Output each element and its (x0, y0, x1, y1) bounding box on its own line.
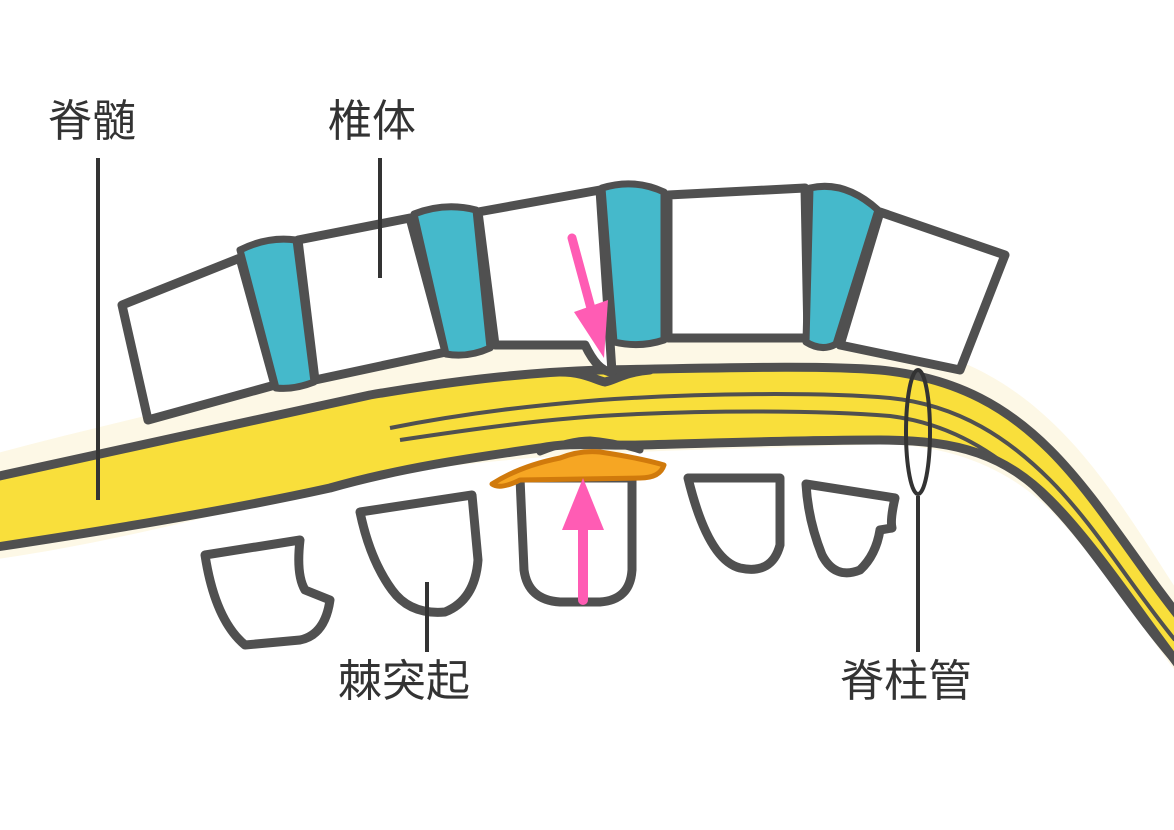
spinous-process (200, 535, 335, 650)
spinal-canal-marker (904, 368, 932, 496)
spinous-process (355, 490, 483, 617)
compression-arrow-up (562, 478, 604, 605)
label-spinous-process: 棘突起 (338, 656, 470, 707)
cord-compression-top (555, 365, 655, 387)
compression-arrow-down (567, 233, 608, 358)
vertebral-body (663, 183, 813, 343)
label-vertebral-body: 椎体 (328, 96, 416, 147)
label-spinal-canal: 脊柱管 (840, 656, 972, 707)
nerve-fiber (389, 392, 1174, 642)
thickened-ligament (489, 449, 667, 489)
spinous-process (683, 473, 785, 574)
intervertebral-disc (410, 203, 494, 359)
intervertebral-disc (598, 180, 668, 349)
nerve-fiber (399, 409, 1174, 662)
vertebral-body (473, 185, 617, 377)
intervertebral-disc (802, 182, 882, 351)
label-spinal-cord: 脊髄 (48, 96, 136, 147)
spinal-cord (0, 362, 1174, 667)
cord-compression-bottom (536, 436, 644, 456)
spinous-process (801, 479, 900, 578)
vertebral-body (835, 207, 1010, 375)
spinous-process (515, 473, 637, 607)
intervertebral-disc (236, 235, 318, 392)
